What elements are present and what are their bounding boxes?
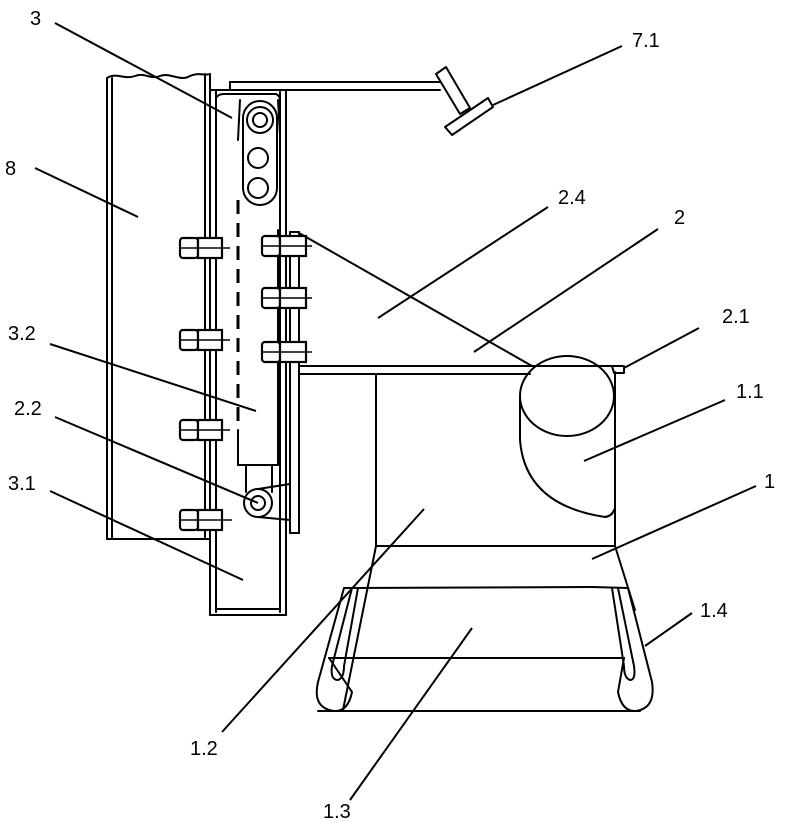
bolts-left	[178, 236, 232, 532]
label-3: 3	[30, 8, 41, 30]
cylinder-part-1-1	[519, 355, 615, 518]
leader-1-4	[644, 612, 693, 647]
fitting-part-7-1	[435, 66, 494, 136]
label-3-1: 3.1	[8, 473, 36, 495]
part-labels: 3 8 7.1 2.4 2 2.1 1.1 1 3.2 2.2 3.1 1.4 …	[5, 8, 775, 823]
label-2: 2	[674, 207, 685, 229]
label-1: 1	[764, 471, 775, 493]
label-1-3: 1.3	[323, 801, 351, 823]
lifting-lug-part-3	[237, 99, 281, 206]
leader-lines	[34, 22, 757, 801]
leader-7-1	[492, 45, 623, 106]
bolt	[178, 508, 232, 532]
trough-part-1-3	[315, 586, 654, 713]
pivot-pin-part-2-2	[243, 483, 291, 521]
bolt	[178, 236, 230, 260]
top-bracket-bar	[229, 81, 441, 91]
label-7-1: 7.1	[632, 30, 660, 52]
label-2-1: 2.1	[722, 306, 750, 328]
leader-1-1	[583, 399, 726, 462]
bolt	[260, 234, 312, 258]
label-2-4: 2.4	[558, 187, 586, 209]
label-8: 8	[5, 158, 16, 180]
bolt	[178, 418, 230, 442]
leader-2	[473, 228, 659, 353]
bolt	[260, 286, 312, 310]
leader-1-2	[221, 508, 425, 733]
diagonal-brace-part-2-4	[298, 232, 533, 367]
hopper-body-part-1	[342, 371, 636, 711]
label-1-1: 1.1	[736, 381, 764, 403]
leader-2-2	[54, 416, 259, 504]
label-2-2: 2.2	[14, 398, 42, 420]
label-3-2: 3.2	[8, 323, 36, 345]
gusset-part-2-1	[611, 365, 625, 374]
leader-1-3	[349, 627, 473, 801]
column-part-8	[106, 73, 211, 540]
vertical-plate-part-2	[289, 231, 300, 534]
leader-1	[591, 485, 757, 560]
bolts-right	[260, 234, 312, 364]
leader-2-1	[623, 327, 700, 369]
label-1-2: 1.2	[190, 738, 218, 760]
leader-3	[54, 22, 233, 119]
label-1-4: 1.4	[700, 600, 728, 622]
bolt	[260, 340, 312, 364]
leader-8	[34, 167, 139, 218]
horizontal-arm-part-2	[298, 365, 623, 375]
leader-3-1	[49, 490, 244, 581]
bolt	[178, 328, 230, 352]
leader-3-2	[49, 343, 257, 412]
leader-2-4	[377, 206, 549, 319]
